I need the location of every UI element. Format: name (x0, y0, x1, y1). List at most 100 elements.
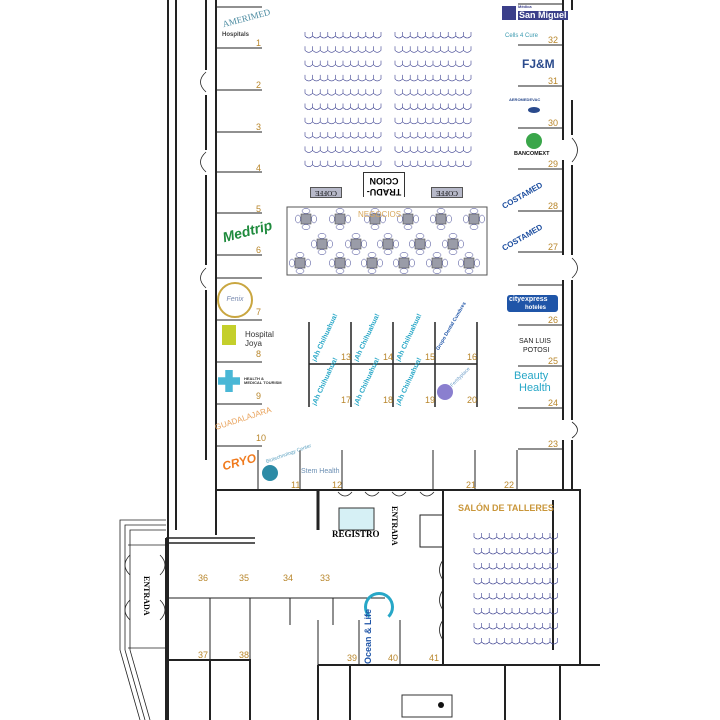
chair-row (394, 103, 472, 110)
booth-number-21: 21 (466, 480, 477, 490)
chair-row (394, 60, 472, 67)
chair-row (394, 46, 472, 53)
chair-row (304, 117, 382, 125)
chair-row (473, 638, 558, 645)
booth-number-17: 17 (341, 395, 352, 405)
stage-object (401, 694, 453, 718)
negotiation-table (397, 208, 419, 230)
booth-number-27: 27 (548, 242, 559, 252)
chair-row (304, 60, 382, 67)
logo-aeromedevac-wings (528, 107, 540, 113)
negotiation-tables (289, 208, 485, 274)
booth-number-5: 5 (256, 204, 262, 214)
booth-number-34: 34 (283, 573, 294, 583)
negotiation-table (458, 252, 480, 274)
salon-talleres-label: SALÓN DE TALLERES (458, 503, 554, 513)
logo-joya-mark (222, 325, 236, 345)
chair-row (394, 32, 472, 39)
booth-number-19: 19 (425, 395, 436, 405)
booth-number-37: 37 (198, 650, 209, 660)
logo-cityexpress-2: hoteles (525, 305, 547, 311)
booth-dividers (166, 3, 563, 665)
booth-number-32: 32 (548, 35, 559, 45)
exterior-stairs (119, 519, 166, 720)
booth-number-2: 2 (256, 80, 262, 90)
booth-number-9: 9 (256, 391, 262, 401)
stage-object-dot (438, 702, 444, 708)
negotiation-table (329, 208, 351, 230)
chair-row (473, 608, 558, 615)
booth-number-6: 6 (256, 245, 262, 255)
chair-row (394, 74, 472, 82)
logo-san-miguel-mark (502, 6, 516, 20)
logo-fertility-mark (437, 384, 453, 400)
logo-cells4cure: Cells 4 Cure (505, 33, 539, 39)
chair-row (304, 32, 382, 39)
side-entrance-label: ENTRADA (142, 576, 151, 616)
booth-number-36: 36 (198, 573, 209, 583)
booth-number-35: 35 (239, 573, 250, 583)
chair-row (473, 533, 558, 540)
logo-biotech-mark (262, 465, 278, 481)
doors (124, 71, 578, 649)
booth-number-28: 28 (548, 201, 559, 211)
booth-number-24: 24 (548, 398, 559, 408)
logo-bancomext-mark (526, 133, 542, 149)
chair-row (304, 74, 382, 82)
chair-row (304, 46, 382, 53)
booth-number-14: 14 (383, 352, 394, 362)
logo-cityexpress-bg (507, 295, 558, 312)
booth-number-31: 31 (548, 76, 559, 86)
booth-number-39: 39 (347, 653, 358, 663)
logo-san-miguel-top: Médica (518, 4, 532, 9)
booth-number-30: 30 (548, 118, 559, 128)
booth-number-38: 38 (239, 650, 250, 660)
booth-number-12: 12 (332, 480, 343, 490)
chair-row (473, 548, 558, 555)
traduccion-label-1: TRADU- (366, 187, 402, 197)
chair-rows (304, 32, 558, 645)
traduccion-booth: TRADU-CCION (363, 172, 405, 197)
negotiation-table (289, 252, 311, 274)
logo-joya-2: Joya (245, 339, 262, 348)
negotiation-table (430, 208, 452, 230)
logo-aeromedevac: AEROMEDEVAC (509, 97, 541, 102)
negocios-label: NEGOCIOS (358, 210, 402, 219)
booth-number-25: 25 (548, 356, 559, 366)
booth-number-20: 20 (467, 395, 478, 405)
logo-stem-health: Stem Health (301, 468, 340, 475)
chair-row (394, 117, 472, 125)
logo-amerimed-sub: Hospitals (222, 32, 250, 38)
registro-label: REGISTRO (332, 529, 380, 539)
negotiation-table (442, 233, 464, 255)
chair-row (473, 578, 558, 585)
logo-san-luis-2: POTOSI (523, 347, 550, 354)
traduccion-label-2: CCION (369, 176, 399, 186)
logo-ocean-life: Ocean & Life (363, 608, 373, 664)
negotiation-table (295, 208, 317, 230)
booth-number-41: 41 (429, 653, 440, 663)
booth-number-26: 26 (548, 315, 559, 325)
chair-row (304, 132, 382, 139)
chair-row (304, 160, 382, 167)
negotiation-table (329, 252, 351, 274)
logo-hmt: HEALTH & MEDICAL TOURISM (244, 376, 282, 385)
logo-fjm: FJ&M (522, 57, 555, 71)
booth-number-10: 10 (256, 433, 267, 443)
coffee-station-right: COFFE (431, 187, 463, 198)
logo-cityexpress-1: cityexpress (509, 296, 548, 303)
booth-number-22: 22 (504, 480, 515, 490)
chair-row (394, 132, 472, 139)
chair-row (473, 623, 558, 630)
logo-ocean-mark (364, 592, 394, 622)
booth-number-8: 8 (256, 349, 262, 359)
booth-number-29: 29 (548, 159, 559, 169)
walls (165, 0, 600, 720)
negotiation-table (311, 233, 333, 255)
booth-number-13: 13 (341, 352, 352, 362)
booth-number-23: 23 (548, 439, 559, 449)
negotiation-table (364, 208, 386, 230)
logo-bancomext: BANCOMEXT (514, 151, 550, 157)
